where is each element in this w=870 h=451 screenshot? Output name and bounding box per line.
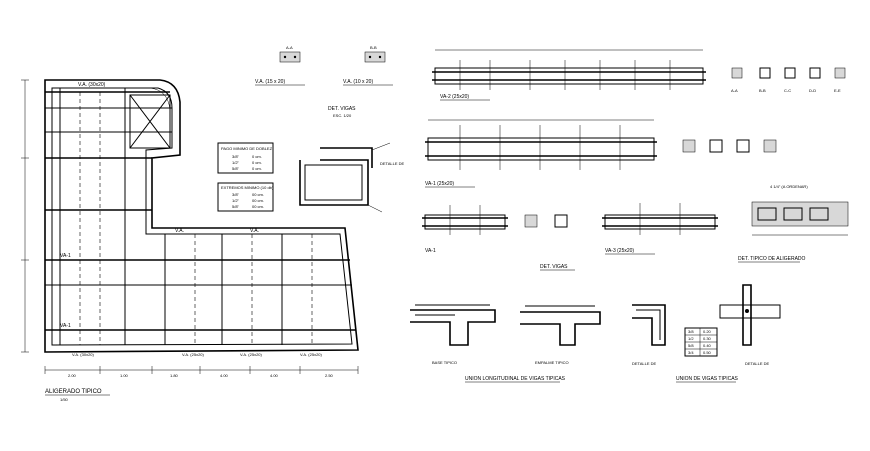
section-label: E-E [834, 88, 841, 93]
plan-beam-va1-label-2: VA-1 [60, 323, 71, 329]
union-detail-4: DETALLE DE [719, 284, 781, 366]
plan-dimension-line: 2.00 1.00 1.80 4.00 4.00 2.50 [44, 366, 359, 378]
small-table-cell: 0.20 [703, 329, 712, 334]
table-cell: 5/8" [232, 204, 240, 209]
union-title: UNION DE VIGAS TIPICAS [676, 376, 739, 382]
table2-title: EXTREMOS MINIMO (10 db) [221, 185, 274, 190]
plan-bottom-beam-label: V.A. (30x20) [72, 352, 95, 357]
anchor-table: EXTREMOS MINIMO (10 db) 3/8" 00 cm. 1/2"… [217, 182, 274, 212]
beam-va1-small: VA-1 DET. VIGAS [422, 205, 575, 271]
beam-sections-row1: A-A B-B C-C D-D E-E [731, 67, 846, 93]
small-table-cell: 0.50 [703, 350, 712, 355]
table1-title: PAGO MINIMO DE DOBLEZ [221, 146, 273, 151]
plan-inner-outline [51, 87, 353, 346]
table-cell: 5/8" [232, 166, 240, 171]
small-table-cell: 3/4 [688, 350, 694, 355]
plan-beam-va1-label: VA-1 [60, 253, 71, 259]
plan-dim: 1.00 [120, 373, 129, 378]
table-cell: 3/8" [232, 192, 240, 197]
table-cell: 1/2" [232, 160, 240, 165]
plan-dim: 4.00 [270, 373, 279, 378]
detail-label-2: DETALLE DE [745, 361, 769, 366]
section-label: D-D [809, 88, 816, 93]
plan-beam-top-label: V.A. (30x20) [78, 82, 106, 88]
union-long-title: UNION LONGITUDINAL DE VIGAS TIPICAS [465, 376, 566, 382]
small-table-cell: 1/2 [688, 336, 694, 341]
corner-detail: DETALLE DE [299, 142, 404, 213]
det-vigas-scale: ESC. 1/20 [333, 113, 352, 118]
det-vigas-2-title: DET. VIGAS [540, 264, 568, 270]
table-cell: 1/2" [232, 198, 240, 203]
table-cell: 0 cm. [252, 166, 262, 171]
plan-bottom-beam-label: V.A. (25x20) [300, 352, 323, 357]
small-beam-detail-2: B-B V.A. (10 x 20) [343, 45, 393, 86]
union-sub-2: EMPALME TIPICO [535, 360, 569, 365]
det-aligerado-title: DET. TIPICO DE ALIGERADO [738, 256, 806, 262]
small-table-cell: 3/8 [688, 329, 694, 334]
plan-dim: 2.00 [68, 373, 77, 378]
aligerado-detail: 4 1/4" (A ORDENAR) DET. TIPICO DE ALIGER… [738, 184, 849, 263]
bending-table: PAGO MINIMO DE DOBLEZ 3/8" 0 cm. 1/2" 0 … [217, 142, 274, 174]
plan-stair-opening [129, 94, 171, 149]
beam-sections-row2 [682, 139, 777, 153]
section-label: B-B [759, 88, 766, 93]
plan-bottom-beam-label: V.A. (25x20) [240, 352, 263, 357]
plan-joists [59, 88, 313, 345]
small-table-cell: 0.30 [703, 336, 712, 341]
union-sub-1: BASE TIPICO [432, 360, 457, 365]
plan-dim: 2.50 [325, 373, 334, 378]
small-table-cell: 0.40 [703, 343, 712, 348]
section-label: A-A [731, 88, 738, 93]
floor-plan: V.A. (30x20) VA-1 VA-1 V.A. V.A. V.A. (3… [21, 79, 359, 402]
table-cell: 0 cm. [252, 154, 262, 159]
plan-bottom-beam-labels: V.A. (30x20) V.A. (25x20) V.A. (25x20) V… [72, 352, 323, 357]
table-cell: 0 cm. [252, 160, 262, 165]
small-beam-2-title: V.A. (10 x 20) [343, 79, 373, 85]
plan-dim: 4.00 [220, 373, 229, 378]
plan-beam-vb-label: V.A. [175, 228, 184, 234]
aligerado-note: 4 1/4" (A ORDENAR) [770, 184, 808, 189]
beam-va3-title: VA-3 (25x20) [605, 248, 634, 254]
small-beam-detail-1: A-A V.A. (15 x 20) [255, 45, 305, 86]
beam-va2-title: VA-2 (25x20) [440, 94, 469, 100]
plan-scale: 1/50 [60, 397, 69, 402]
beam-va1-small-title: VA-1 [425, 248, 436, 254]
small-beam-1-title: V.A. (15 x 20) [255, 79, 285, 85]
table-cell: 3/8" [232, 154, 240, 159]
beam-va1-title: VA-1 (25x20) [425, 181, 454, 187]
plan-beam-vc-label: V.A. [250, 228, 259, 234]
section-label: C-C [784, 88, 791, 93]
union-detail-1: BASE TIPICO [410, 304, 496, 365]
beam-va2: VA-2 (25x20) [432, 49, 706, 101]
table-cell: 00 cm. [252, 192, 264, 197]
beam-va1: VA-1 (25x20) [425, 119, 657, 188]
plan-outline [44, 79, 359, 353]
table-cell: 00 cm. [252, 204, 264, 209]
plan-beams [45, 91, 356, 331]
corner-note: DETALLE DE [380, 161, 404, 166]
plan-bottom-beam-label: V.A. (25x20) [182, 352, 205, 357]
small-text: A-A [286, 45, 293, 50]
plan-dim: 1.80 [170, 373, 179, 378]
detail-label-1: DETALLE DE [632, 361, 656, 366]
plan-title: ALIGERADO TIPICO [45, 389, 102, 395]
small-text: B-B [370, 45, 377, 50]
union-detail-3: DETALLE DE [632, 304, 666, 366]
small-table-cell: 5/8 [688, 343, 694, 348]
det-vigas-title: DET. VIGAS [328, 106, 356, 112]
beam-va3: VA-3 (25x20) [602, 203, 718, 255]
table-cell: 00 cm. [252, 198, 264, 203]
union-detail-2: EMPALME TIPICO [520, 305, 601, 365]
small-table: 3/8 0.20 1/2 0.30 5/8 0.40 3/4 0.50 [684, 327, 718, 357]
